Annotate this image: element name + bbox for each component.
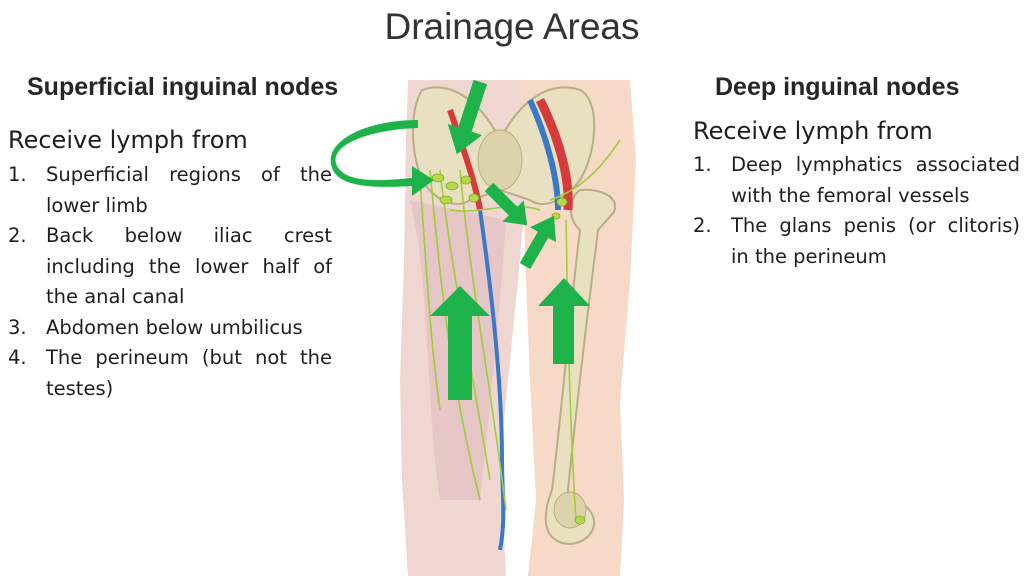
superficial-heading: Superficial inguinal nodes <box>27 73 339 101</box>
superficial-item: 4.The perineum (but not the testes) <box>8 346 332 400</box>
diag-arrow-right <box>519 215 556 269</box>
superficial-item: 2.Back below iliac crest including the l… <box>8 224 332 308</box>
deep-intro: Receive lymph from <box>693 117 933 145</box>
deep-heading: Deep inguinal nodes <box>715 73 960 101</box>
lymph-nodes <box>431 173 586 525</box>
superficial-list: 1.Superficial regions of the lower limb … <box>8 160 332 404</box>
superficial-item: 3.Abdomen below umbilicus <box>8 315 303 339</box>
drainage-arrows <box>330 80 590 400</box>
superficial-intro: Receive lymph from <box>8 126 248 154</box>
sacrum <box>477 129 523 191</box>
great-saphenous-vein <box>478 209 506 551</box>
deep-item: 1.Deep lymphatics associated with the fe… <box>693 153 1020 207</box>
slide-title: Drainage Areas <box>384 6 640 47</box>
up-arrow-left <box>430 286 490 400</box>
down-arrow <box>447 80 488 155</box>
deep-list: 1.Deep lymphatics associated with the fe… <box>693 150 1020 272</box>
femoral-artery <box>535 97 573 211</box>
deep-item: 2.The glans penis (or clitoris) in the p… <box>693 214 1020 268</box>
anatomy-illustration <box>330 80 636 576</box>
lymphatic-vessels <box>419 139 621 521</box>
curved-arrow <box>330 120 434 196</box>
superficial-item: 1.Superficial regions of the lower limb <box>8 163 332 217</box>
diag-arrow <box>484 182 528 226</box>
up-arrow-right <box>538 278 590 364</box>
